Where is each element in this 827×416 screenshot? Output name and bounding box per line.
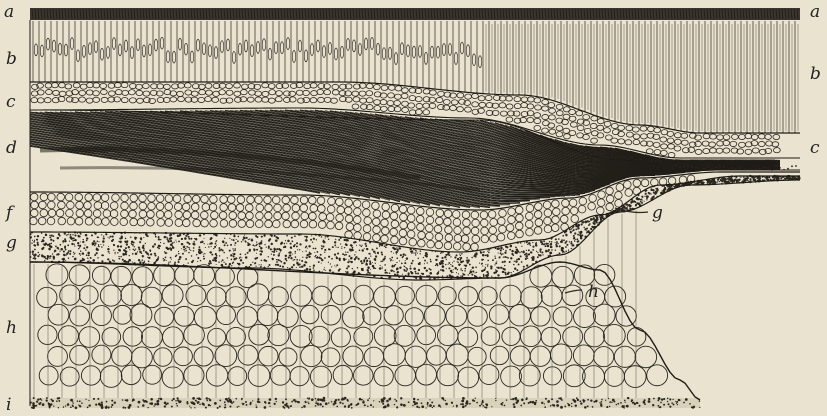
label-g-left: g [6,233,17,253]
label-c-left: c [6,92,16,112]
label-a-right: a [810,2,820,22]
label-b-right: b [810,64,821,84]
label-c-right: c [810,138,820,158]
layer-a-membrane [30,8,800,20]
label-b-left: b [6,49,17,69]
label-a-left: a [4,2,14,22]
label-h-inner: h [588,282,599,302]
label-g-inner: g [652,203,663,223]
label-d-left: d [6,138,17,158]
label-i-left: i [6,395,11,415]
label-h-left: h [6,318,17,338]
layer-i-basal [29,397,700,409]
